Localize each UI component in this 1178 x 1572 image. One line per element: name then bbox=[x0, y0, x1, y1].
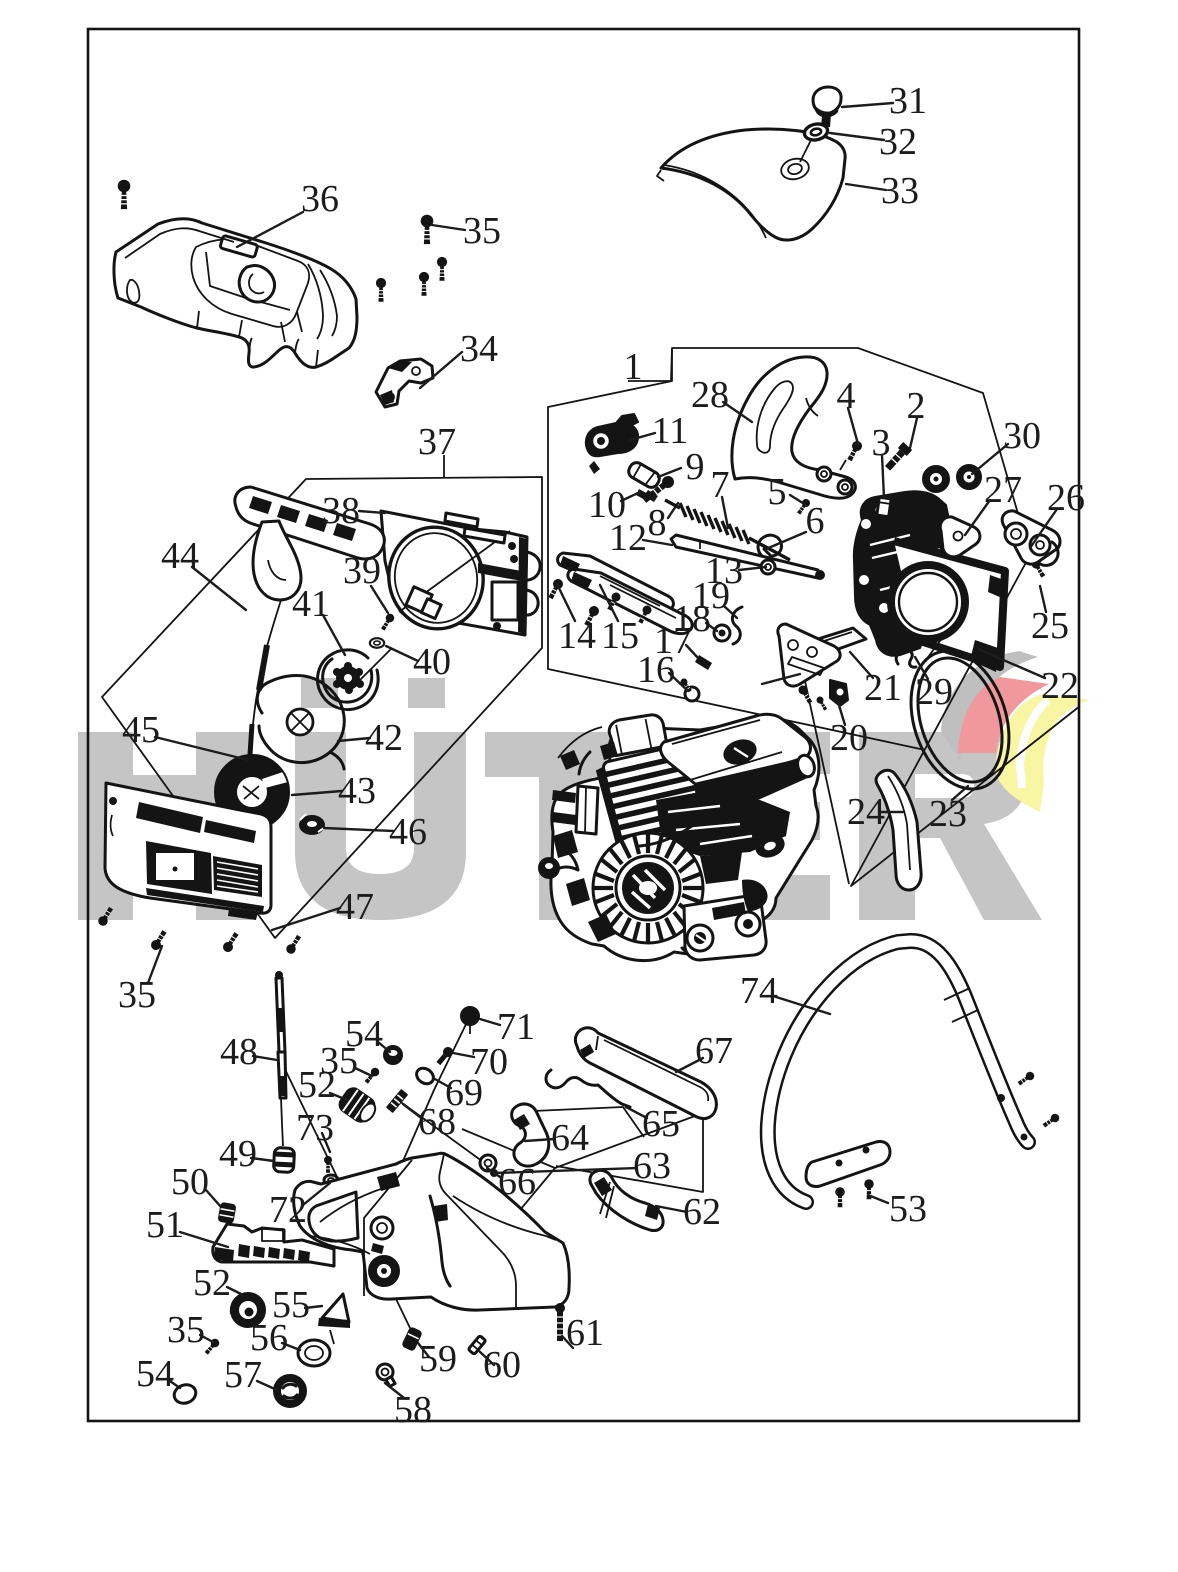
svg-text:71: 71 bbox=[497, 1006, 535, 1048]
svg-text:24: 24 bbox=[847, 791, 885, 833]
svg-text:41: 41 bbox=[292, 583, 330, 625]
svg-text:28: 28 bbox=[691, 374, 729, 416]
svg-text:37: 37 bbox=[418, 421, 456, 463]
svg-text:57: 57 bbox=[224, 1354, 262, 1396]
svg-text:16: 16 bbox=[637, 649, 675, 691]
svg-text:27: 27 bbox=[984, 469, 1022, 511]
svg-text:72: 72 bbox=[269, 1189, 307, 1231]
svg-text:18: 18 bbox=[673, 598, 711, 640]
svg-text:7: 7 bbox=[711, 464, 730, 506]
svg-text:44: 44 bbox=[161, 535, 199, 577]
svg-text:33: 33 bbox=[881, 170, 919, 212]
svg-text:35: 35 bbox=[463, 210, 501, 252]
svg-text:31: 31 bbox=[889, 80, 927, 122]
svg-text:60: 60 bbox=[483, 1344, 521, 1386]
svg-text:6: 6 bbox=[806, 500, 825, 542]
svg-text:34: 34 bbox=[460, 328, 498, 370]
svg-text:70: 70 bbox=[470, 1041, 508, 1083]
svg-text:35: 35 bbox=[118, 974, 156, 1016]
svg-text:8: 8 bbox=[648, 502, 667, 544]
svg-text:35: 35 bbox=[320, 1040, 358, 1082]
svg-text:38: 38 bbox=[322, 490, 360, 532]
svg-text:67: 67 bbox=[695, 1030, 733, 1072]
svg-text:43: 43 bbox=[338, 770, 376, 812]
svg-text:15: 15 bbox=[601, 615, 639, 657]
svg-text:48: 48 bbox=[220, 1031, 258, 1073]
svg-text:54: 54 bbox=[345, 1013, 383, 1055]
svg-text:59: 59 bbox=[419, 1338, 457, 1380]
svg-text:32: 32 bbox=[879, 121, 917, 163]
svg-text:5: 5 bbox=[768, 471, 787, 513]
svg-text:20: 20 bbox=[830, 717, 868, 759]
svg-text:51: 51 bbox=[146, 1204, 184, 1246]
svg-text:10: 10 bbox=[588, 484, 626, 526]
svg-text:45: 45 bbox=[122, 709, 160, 751]
svg-text:66: 66 bbox=[498, 1161, 536, 1203]
svg-text:62: 62 bbox=[683, 1191, 721, 1233]
svg-text:29: 29 bbox=[915, 671, 953, 713]
svg-text:35: 35 bbox=[167, 1309, 205, 1351]
svg-text:3: 3 bbox=[872, 422, 891, 464]
svg-text:69: 69 bbox=[445, 1072, 483, 1114]
svg-text:46: 46 bbox=[389, 811, 427, 853]
svg-text:12: 12 bbox=[609, 517, 647, 559]
svg-text:47: 47 bbox=[336, 886, 374, 928]
svg-text:68: 68 bbox=[418, 1101, 456, 1143]
svg-text:4: 4 bbox=[837, 375, 856, 417]
svg-text:36: 36 bbox=[301, 178, 339, 220]
svg-text:25: 25 bbox=[1031, 605, 1069, 647]
svg-text:50: 50 bbox=[171, 1161, 209, 1203]
svg-text:22: 22 bbox=[1041, 665, 1079, 707]
svg-text:74: 74 bbox=[740, 970, 778, 1012]
svg-text:9: 9 bbox=[686, 446, 705, 488]
svg-text:53: 53 bbox=[889, 1188, 927, 1230]
svg-text:63: 63 bbox=[633, 1145, 671, 1187]
svg-text:58: 58 bbox=[394, 1389, 432, 1431]
svg-text:55: 55 bbox=[272, 1284, 310, 1326]
svg-text:23: 23 bbox=[929, 793, 967, 835]
svg-text:49: 49 bbox=[219, 1133, 257, 1175]
svg-text:1: 1 bbox=[624, 346, 643, 388]
svg-text:17: 17 bbox=[654, 620, 692, 662]
svg-text:65: 65 bbox=[642, 1103, 680, 1145]
svg-text:40: 40 bbox=[413, 641, 451, 683]
svg-text:30: 30 bbox=[1003, 415, 1041, 457]
svg-text:21: 21 bbox=[864, 667, 902, 709]
svg-text:61: 61 bbox=[566, 1312, 604, 1354]
svg-text:26: 26 bbox=[1047, 477, 1085, 519]
svg-text:2: 2 bbox=[907, 385, 926, 427]
svg-text:13: 13 bbox=[705, 550, 743, 592]
svg-text:52: 52 bbox=[298, 1064, 336, 1106]
svg-text:64: 64 bbox=[551, 1117, 589, 1159]
svg-text:19: 19 bbox=[692, 575, 730, 617]
svg-text:73: 73 bbox=[296, 1107, 334, 1149]
svg-text:42: 42 bbox=[365, 717, 403, 759]
svg-text:56: 56 bbox=[250, 1317, 288, 1359]
svg-text:11: 11 bbox=[652, 410, 689, 452]
svg-text:14: 14 bbox=[558, 615, 596, 657]
svg-text:54: 54 bbox=[136, 1353, 174, 1395]
svg-text:39: 39 bbox=[343, 550, 381, 592]
svg-text:52: 52 bbox=[193, 1262, 231, 1304]
